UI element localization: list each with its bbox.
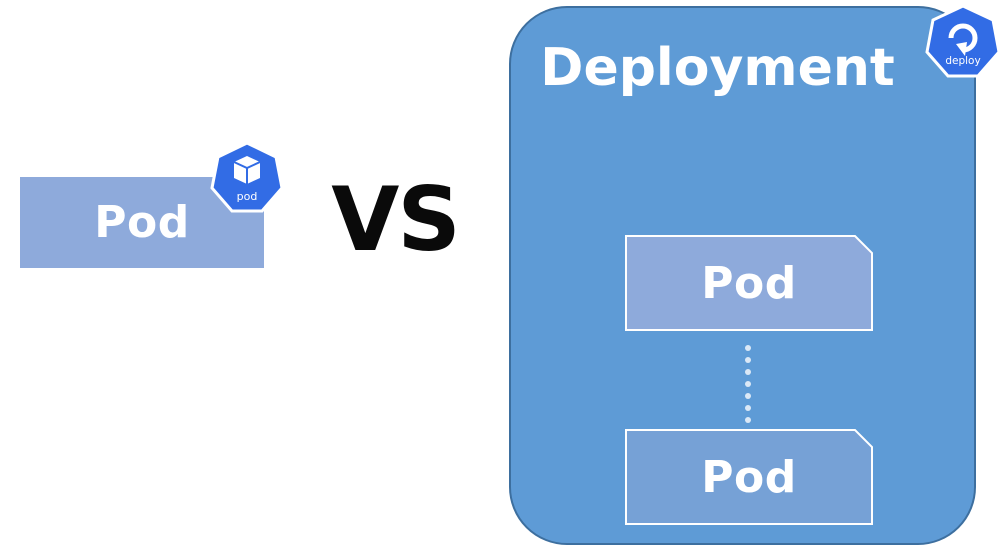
vs-text: VS xyxy=(331,168,460,271)
deployment-title: Deployment xyxy=(540,38,895,98)
pod-icon: pod xyxy=(210,141,284,213)
deployment-pod-label: Pod xyxy=(701,451,797,503)
deployment-pod: Pod xyxy=(625,235,873,331)
deploy-icon: deploy xyxy=(925,4,1001,78)
deploy-icon-label: deploy xyxy=(945,55,981,67)
ellipsis-dots xyxy=(745,345,751,423)
deployment-pod: Pod xyxy=(625,429,873,525)
standalone-pod-label: Pod xyxy=(94,197,190,248)
deployment-pod-label: Pod xyxy=(701,257,797,309)
deployment-container: Deployment Pod Pod xyxy=(509,6,976,545)
pod-icon-label: pod xyxy=(236,190,258,203)
